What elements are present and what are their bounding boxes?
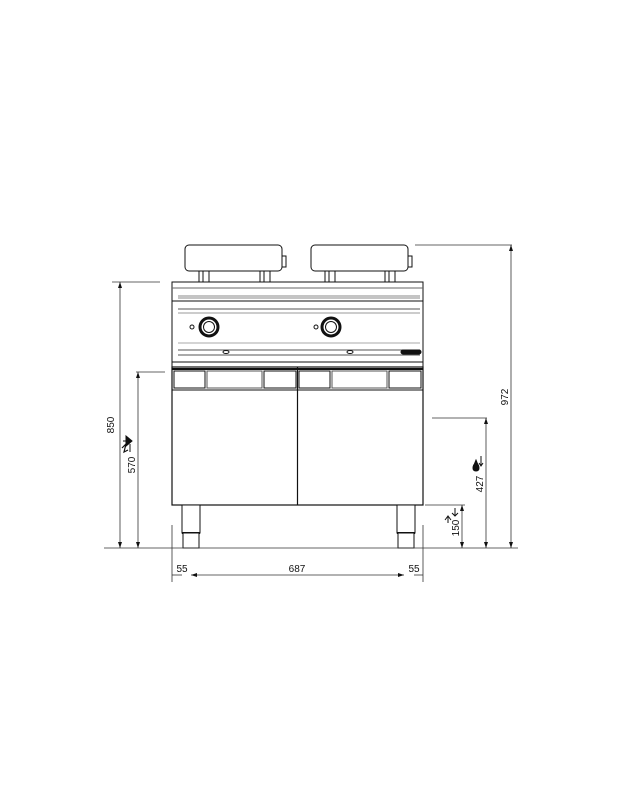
dim-687: 687 — [289, 564, 306, 575]
electric-connection-icon — [121, 434, 133, 454]
right-leg — [396, 504, 416, 549]
left-thermostat-knob — [189, 316, 220, 338]
adjustable-feet-icon — [444, 508, 459, 523]
indicator-lights — [222, 350, 354, 354]
dim-55-left: 55 — [176, 564, 188, 575]
dim-427: 427 — [475, 475, 486, 492]
dimension-lines — [104, 244, 518, 582]
left-cabinet-door — [173, 391, 297, 504]
control-panel — [172, 308, 423, 363]
left-basket-lid — [184, 244, 287, 282]
right-basket-lid — [310, 244, 413, 282]
dimension-arrows — [118, 245, 513, 577]
dim-850: 850 — [106, 416, 117, 433]
drain-icon — [472, 456, 484, 472]
cabinet-base — [171, 366, 424, 506]
right-thermostat-knob — [313, 316, 342, 338]
dim-570: 570 — [127, 456, 138, 473]
right-cabinet-door — [298, 391, 422, 504]
dim-150: 150 — [451, 519, 462, 536]
brand-badge — [400, 349, 422, 355]
left-leg — [181, 504, 201, 549]
dim-55-right: 55 — [408, 564, 420, 575]
dim-972: 972 — [500, 388, 511, 405]
